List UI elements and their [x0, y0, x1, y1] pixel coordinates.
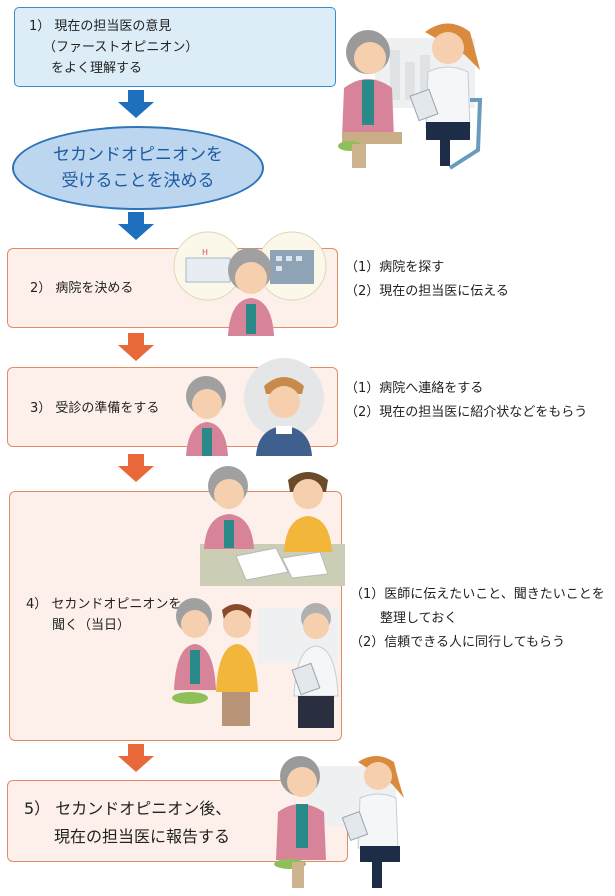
- step4-line2: 聞く（当日）: [52, 618, 131, 633]
- consultation-illustration: [330, 10, 500, 175]
- step1-line2: （ファーストオピニオン）: [43, 40, 199, 55]
- step2-label: 2） 病院を決める: [30, 281, 134, 296]
- step3-label: 3） 受診の準備をする: [30, 401, 160, 416]
- decision-line2: 受けることを決める: [61, 171, 215, 191]
- step4-item1: （1）医師に伝えたいこと、聞きたいことを: [350, 587, 605, 602]
- step5-line2: 現在の担当医に報告する: [54, 827, 231, 846]
- arrow-down-icon: [118, 454, 154, 482]
- preparation-illustration: [196, 464, 346, 589]
- step4-item2: （2）信頼できる人に同行してもらう: [350, 635, 565, 650]
- step3-item2: （2）現在の担当医に紹介状などをもらう: [345, 405, 588, 420]
- hospital-illustration: H: [172, 228, 332, 336]
- arrow-down-icon: [118, 333, 154, 361]
- arrow-down-icon: [118, 90, 154, 118]
- report-illustration: [268, 752, 418, 892]
- step1-line1: 1） 現在の担当医の意見: [29, 19, 172, 34]
- decision-line1: セカンドオピニオンを: [53, 145, 223, 165]
- step4-item1-cont: 整理しておく: [380, 611, 458, 626]
- step2-item1: （1）病院を探す: [345, 260, 445, 275]
- doctor-consultation-illustration: [170, 598, 350, 738]
- arrow-down-icon: [118, 212, 154, 240]
- step1-box: 1） 現在の担当医の意見 （ファーストオピニオン） をよく理解する: [14, 7, 336, 87]
- step3-item1: （1）病院へ連絡をする: [345, 381, 484, 396]
- step1-line3: をよく理解する: [51, 61, 143, 76]
- step5-line1: 5） セカンドオピニオン後、: [24, 799, 232, 818]
- phone-call-illustration: [176, 356, 326, 456]
- step4-line1: 4） セカンドオピニオンを: [26, 597, 182, 612]
- decision-ellipse: セカンドオピニオンを 受けることを決める: [12, 126, 264, 210]
- step2-item2: （2）現在の担当医に伝える: [345, 284, 509, 299]
- arrow-down-icon: [118, 744, 154, 772]
- svg-text:H: H: [202, 248, 208, 257]
